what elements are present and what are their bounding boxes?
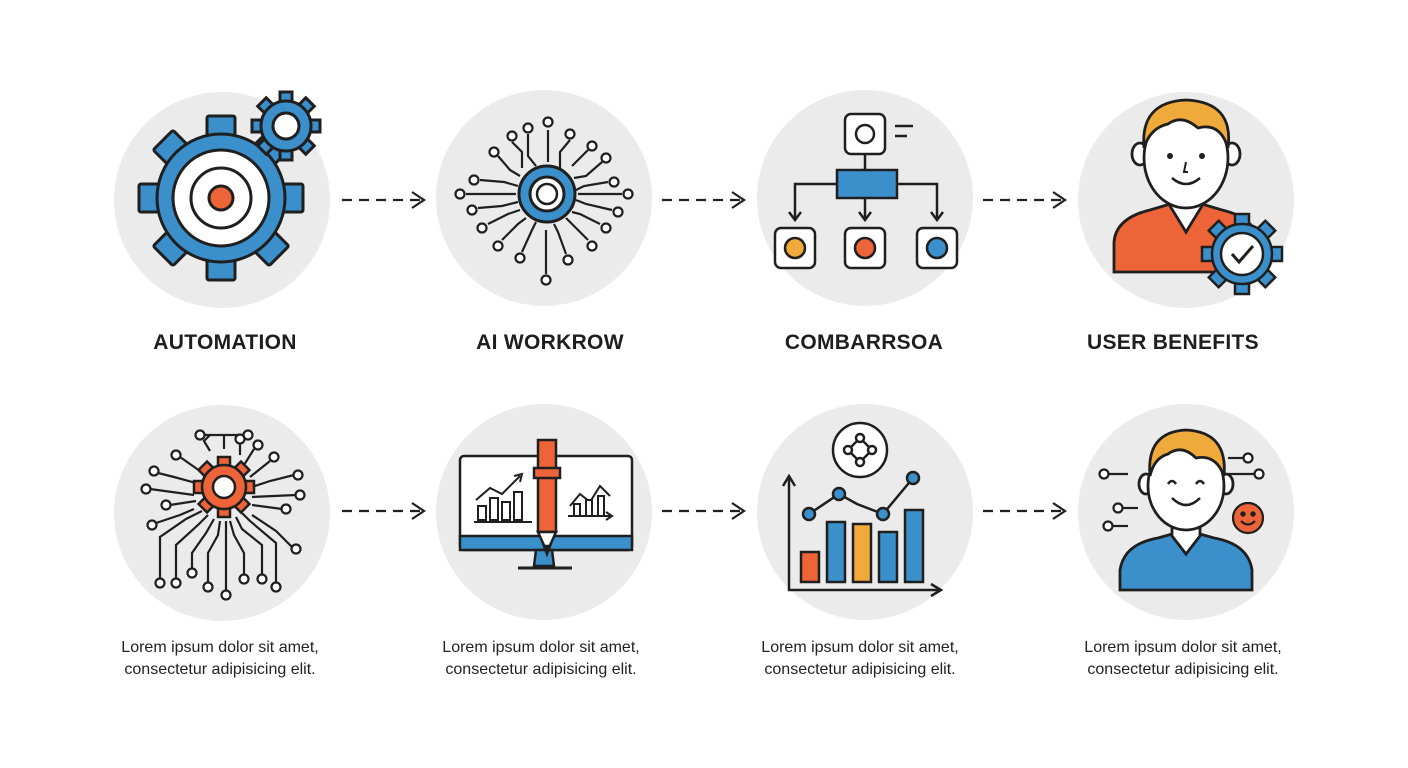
arrow-right-icon — [983, 502, 1067, 520]
arrow-right-icon — [662, 191, 746, 209]
comparison-circle — [757, 90, 973, 306]
step-description: Lorem ipsum dolor sit amet, consectetur … — [90, 637, 350, 681]
user-benefits-circle — [1078, 92, 1294, 308]
user-gear-check-icon — [1112, 98, 1284, 296]
description-line: consectetur adipisicing elit. — [445, 661, 637, 678]
happy-user-icon — [1098, 428, 1265, 592]
description-line: Lorem ipsum dolor sit amet, — [442, 639, 640, 656]
step-title: AUTOMATION — [153, 331, 297, 354]
arrow-right-icon — [342, 191, 426, 209]
arrow-right-icon — [662, 502, 746, 520]
description-line: consectetur adipisicing elit. — [764, 661, 956, 678]
flowchart-icon — [773, 112, 959, 270]
step-description: Lorem ipsum dolor sit amet, consectetur … — [730, 637, 990, 681]
step-description: Lorem ipsum dolor sit amet, consectetur … — [1053, 637, 1313, 681]
monitor-circle — [436, 404, 652, 620]
arrow-right-icon — [983, 191, 1067, 209]
gear-circuit-icon — [140, 429, 306, 601]
description-line: Lorem ipsum dolor sit amet, — [121, 639, 319, 656]
step-title: AI WORKROW — [476, 331, 624, 354]
happy-user-circle — [1078, 404, 1294, 620]
automation-circle — [114, 90, 330, 308]
arrow-right-icon — [342, 502, 426, 520]
gear-circuit-circle — [114, 405, 330, 621]
step-title: USER BENEFITS — [1087, 331, 1259, 354]
monitor-chart-pen-icon — [458, 438, 634, 570]
step-description: Lorem ipsum dolor sit amet, consectetur … — [411, 637, 671, 681]
step-title: COMBARRSOA — [784, 331, 944, 354]
ai-network-icon — [454, 116, 634, 286]
description-line: Lorem ipsum dolor sit amet, — [1084, 639, 1282, 656]
description-line: Lorem ipsum dolor sit amet, — [761, 639, 959, 656]
description-line: consectetur adipisicing elit. — [1087, 661, 1279, 678]
bar-line-chart-icon — [781, 421, 944, 598]
gear-target-icon — [137, 90, 322, 282]
description-line: consectetur adipisicing elit. — [124, 661, 316, 678]
chart-circle — [757, 404, 973, 620]
ai-workflow-circle — [436, 90, 652, 306]
